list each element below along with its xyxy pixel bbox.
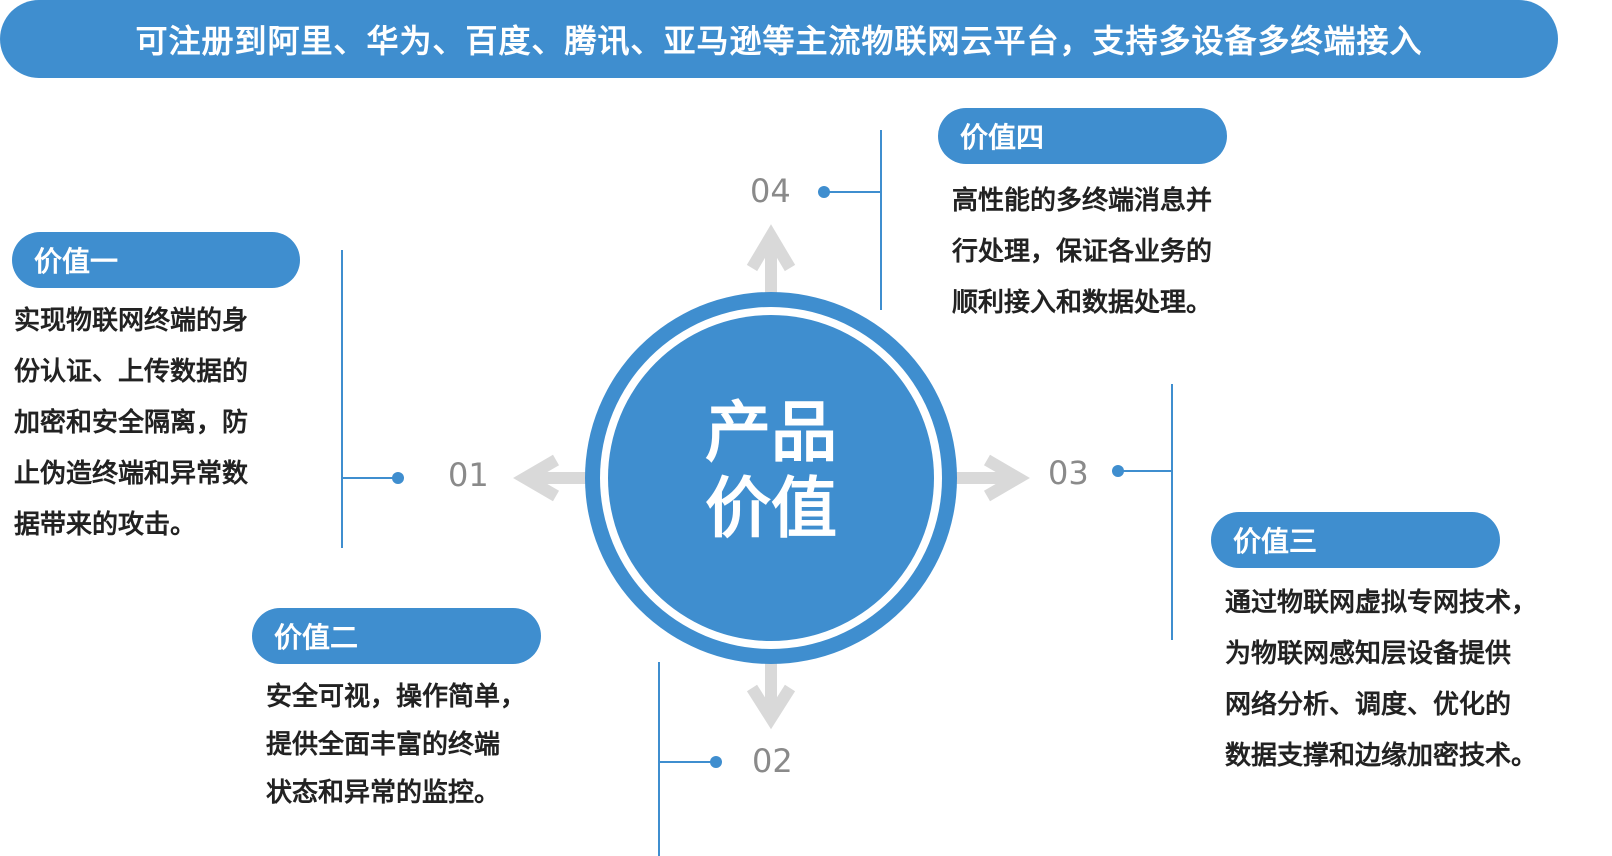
value-3-connector-vertical xyxy=(1171,384,1173,640)
value-4-description: 高性能的多终端消息并 行处理，保证各业务的 顺利接入和数据处理。 xyxy=(952,176,1212,329)
center-title-line1: 产品 xyxy=(705,394,837,471)
value-3-line: 数据支撑和边缘加密技术。 xyxy=(1225,741,1538,771)
value-1-line: 据带来的攻击。 xyxy=(14,510,197,540)
value-2-dot xyxy=(710,756,722,768)
value-3-line: 网络分析、调度、优化的 xyxy=(1225,690,1512,720)
value-2-line: 安全可视，操作简单， xyxy=(266,682,527,712)
value-3-line: 通过物联网虚拟专网技术， xyxy=(1225,588,1538,618)
value-2-number: 02 xyxy=(752,742,793,780)
value-1-line: 止伪造终端和异常数 xyxy=(14,459,249,489)
value-1-line: 加密和安全隔离，防 xyxy=(14,408,249,438)
value-1-title: 价值一 xyxy=(12,232,300,288)
value-1-description: 实现物联网终端的身 份认证、上传数据的 加密和安全隔离，防 止伪造终端和异常数 … xyxy=(14,296,248,551)
value-3-line: 为物联网感知层设备提供 xyxy=(1225,639,1512,669)
value-3-connector-horizontal xyxy=(1118,470,1173,472)
value-2-line: 状态和异常的监控。 xyxy=(266,778,501,808)
value-4-line: 行处理，保证各业务的 xyxy=(952,237,1213,267)
arrow-down-head xyxy=(746,684,796,730)
value-3-description: 通过物联网虚拟专网技术， 为物联网感知层设备提供 网络分析、调度、优化的 数据支… xyxy=(1225,578,1537,782)
value-2-connector-vertical xyxy=(658,662,660,856)
value-1-dot xyxy=(392,472,404,484)
value-4-connector-vertical xyxy=(880,130,882,310)
center-circle xyxy=(608,315,934,641)
top-banner: 可注册到阿里、华为、百度、腾讯、亚马逊等主流物联网云平台，支持多设备多终端接入 xyxy=(0,0,1558,78)
value-4-line: 顺利接入和数据处理。 xyxy=(952,288,1213,318)
value-1-line: 份认证、上传数据的 xyxy=(14,357,249,387)
value-1-connector-horizontal xyxy=(341,477,397,479)
value-1-connector-vertical xyxy=(341,250,343,548)
value-4-line: 高性能的多终端消息并 xyxy=(952,186,1213,216)
value-1-number: 01 xyxy=(448,456,489,494)
arrow-up-head xyxy=(746,224,796,272)
value-4-title: 价值四 xyxy=(938,108,1227,164)
value-3-number: 03 xyxy=(1048,454,1089,492)
value-1-line: 实现物联网终端的身 xyxy=(14,306,249,336)
arrow-left-head xyxy=(513,454,560,502)
value-3-title: 价值三 xyxy=(1211,512,1500,568)
value-4-number: 04 xyxy=(750,172,791,210)
value-2-description: 安全可视，操作简单， 提供全面丰富的终端 状态和异常的监控。 xyxy=(266,673,526,817)
value-2-title: 价值二 xyxy=(252,608,541,664)
value-2-connector-horizontal xyxy=(658,761,714,763)
arrow-right-head xyxy=(983,454,1030,502)
value-2-line: 提供全面丰富的终端 xyxy=(266,730,501,760)
center-title-line2: 价值 xyxy=(705,470,837,547)
value-4-connector-horizontal xyxy=(824,191,881,193)
center-title: 产品 价值 xyxy=(608,395,934,547)
